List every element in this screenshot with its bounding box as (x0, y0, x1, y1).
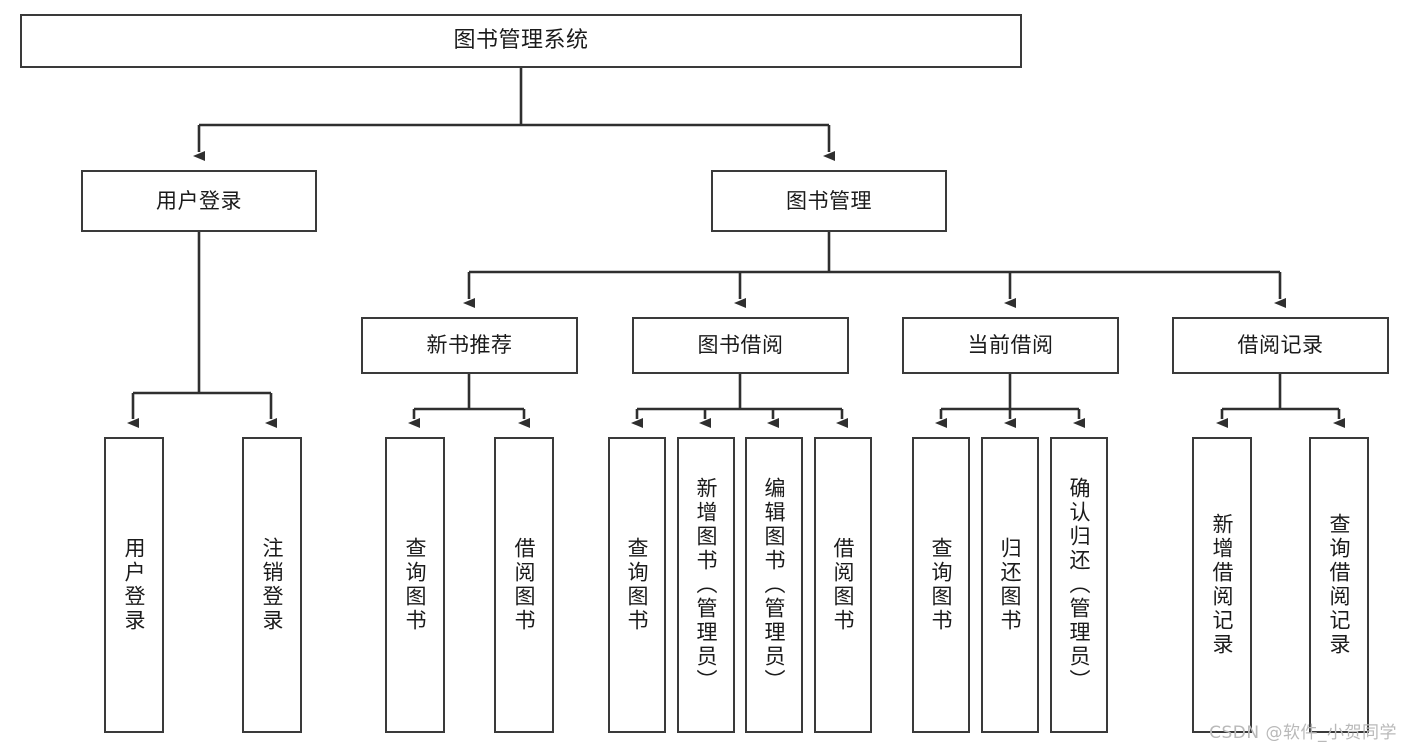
edge-group-book-manage (463, 232, 1286, 308)
node-root-system[interactable]: 图书管理系统 (20, 14, 1022, 68)
node-label: 查询图书 (929, 537, 954, 633)
node-label: 图书管理系统 (453, 28, 589, 54)
node-label: 借阅图书 (512, 537, 537, 633)
leaf-query-book-borrow[interactable]: 查询图书 (608, 437, 666, 733)
leaf-query-book-current[interactable]: 查询图书 (912, 437, 970, 733)
leaf-confirm-return-admin[interactable]: 确认归还（管理员） (1050, 437, 1108, 733)
node-borrow-record[interactable]: 借阅记录 (1172, 317, 1389, 374)
leaf-add-borrow-record[interactable]: 新增借阅记录 (1192, 437, 1252, 733)
leaf-query-borrow-record[interactable]: 查询借阅记录 (1309, 437, 1369, 733)
node-label: 注销登录 (260, 537, 285, 633)
leaf-borrow-book[interactable]: 借阅图书 (814, 437, 872, 733)
leaf-logout[interactable]: 注销登录 (242, 437, 302, 733)
node-label: 用户登录 (156, 188, 242, 213)
leaf-user-login[interactable]: 用户登录 (104, 437, 164, 733)
node-user-login[interactable]: 用户登录 (81, 170, 317, 232)
edge-group-new-book (408, 374, 530, 428)
node-book-management[interactable]: 图书管理 (711, 170, 947, 232)
node-label: 新书推荐 (426, 333, 513, 358)
edge-group-root (193, 68, 835, 161)
node-label: 图书借阅 (697, 333, 784, 358)
leaf-query-book-new[interactable]: 查询图书 (385, 437, 445, 733)
edge-group-user-login (127, 232, 277, 428)
leaf-return-book[interactable]: 归还图书 (981, 437, 1039, 733)
leaf-add-book-admin[interactable]: 新增图书（管理员） (677, 437, 735, 733)
watermark: CSDN @软件_小贺同学 (1209, 723, 1397, 743)
edge-group-borrow-record (1216, 374, 1345, 428)
node-label: 借阅图书 (831, 537, 856, 633)
node-label: 图书管理 (786, 188, 872, 213)
leaf-borrow-book-new[interactable]: 借阅图书 (494, 437, 554, 733)
edge-group-book-borrow (631, 374, 848, 428)
leaf-edit-book-admin[interactable]: 编辑图书（管理员） (745, 437, 803, 733)
node-label: 编辑图书（管理员） (762, 477, 787, 693)
node-label: 借阅记录 (1237, 333, 1324, 358)
node-new-book-recommend[interactable]: 新书推荐 (361, 317, 578, 374)
node-book-borrow[interactable]: 图书借阅 (632, 317, 849, 374)
node-label: 用户登录 (122, 537, 147, 633)
node-label: 确认归还（管理员） (1067, 477, 1092, 693)
node-label: 当前借阅 (967, 333, 1054, 358)
node-current-borrow[interactable]: 当前借阅 (902, 317, 1119, 374)
node-label: 新增图书（管理员） (694, 477, 719, 693)
node-label: 归还图书 (998, 537, 1023, 633)
node-label: 新增借阅记录 (1210, 513, 1235, 657)
edge-group-current-borrow (935, 374, 1085, 428)
node-label: 查询借阅记录 (1327, 513, 1352, 657)
node-label: 查询图书 (625, 537, 650, 633)
node-label: 查询图书 (403, 537, 428, 633)
